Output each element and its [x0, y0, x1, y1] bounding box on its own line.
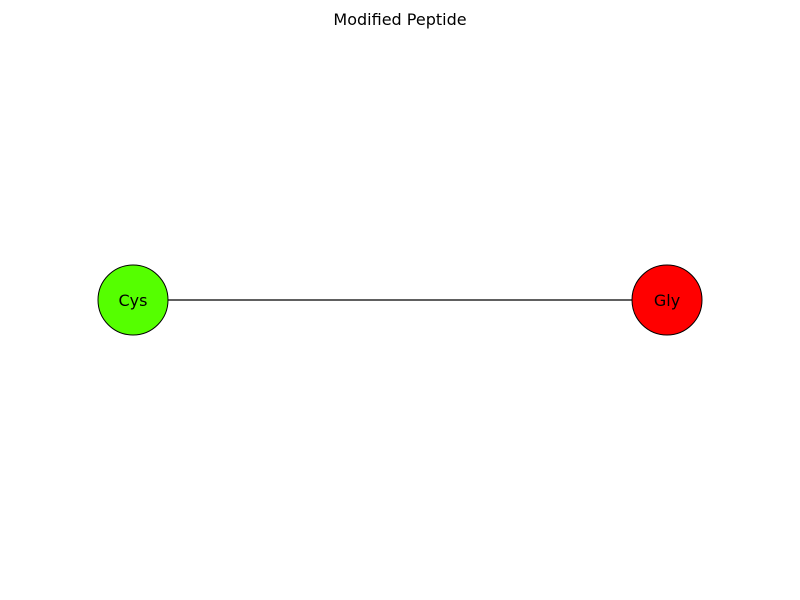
node-cys-label: Cys [119, 291, 148, 310]
node-cys-circle [97, 264, 169, 336]
node-cys: Cys [97, 264, 169, 336]
node-gly-label: Gly [654, 291, 680, 310]
node-gly-circle [631, 264, 703, 336]
diagram-title: Modified Peptide [333, 10, 466, 29]
node-gly: Gly [631, 264, 703, 336]
